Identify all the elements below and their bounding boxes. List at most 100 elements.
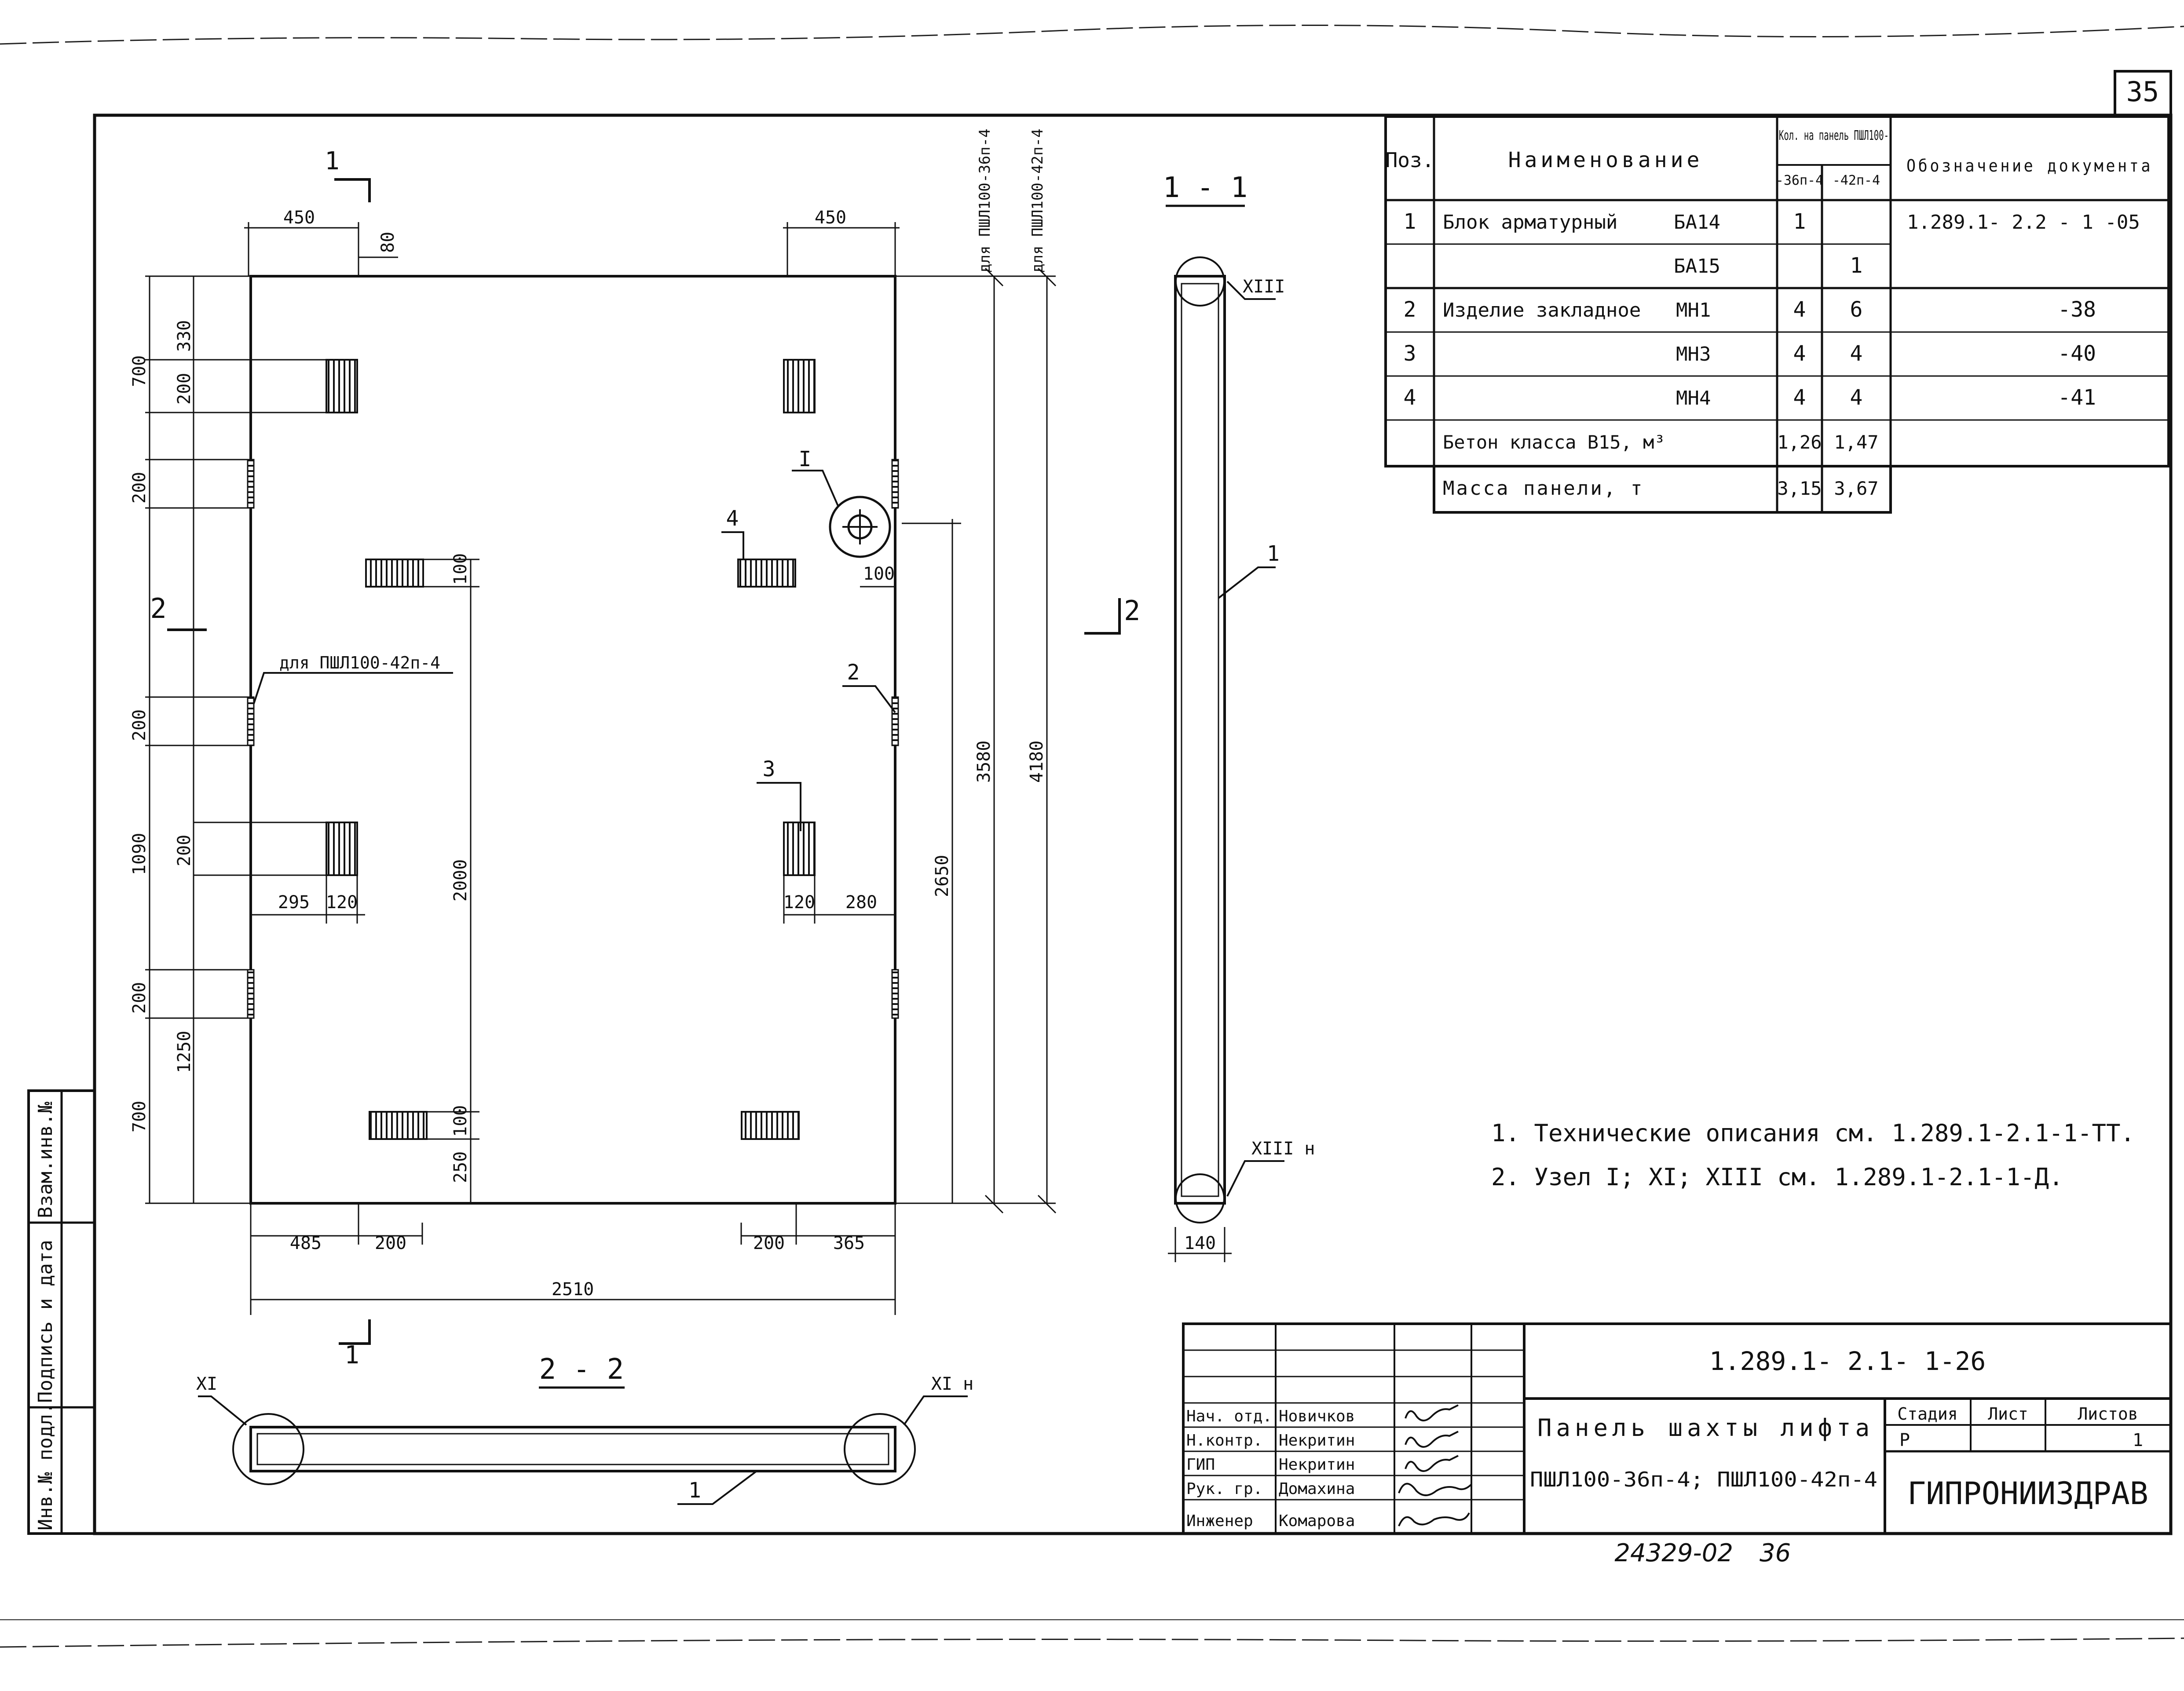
name-5: Комарова: [1279, 1512, 1355, 1530]
name-2: Некритин: [1279, 1432, 1355, 1450]
callout-pos2: 2: [847, 660, 860, 685]
outer-frame: [93, 113, 2173, 1535]
embed-mn4-c: [369, 1111, 428, 1140]
dim-120b: 120: [783, 892, 815, 913]
header-doc: Обозначение документа: [1906, 156, 2153, 175]
row5-qb: 4: [1850, 385, 1863, 410]
note-for-42: для ПШЛ100-42п-4: [279, 653, 440, 672]
embed-mn3-right: [783, 822, 816, 876]
dim-2000: 2000: [450, 859, 471, 902]
dim-120a: 120: [326, 892, 358, 913]
section-mark-1-bottom: 1: [344, 1341, 359, 1370]
header-qty: Кол. на панель ПШЛ100-: [1779, 128, 1889, 143]
embed-mn4-top-right: [783, 359, 816, 413]
title-line1: Панель шахты лифта: [1537, 1414, 1874, 1442]
callout-pos3: 3: [763, 757, 776, 782]
stage-label: Стадия: [1897, 1404, 1957, 1424]
drawing-code: 1.289.1- 2.1- 1-26: [1709, 1346, 1986, 1376]
panel-plan: [145, 178, 1121, 1345]
embed-mn4-top-left: [326, 359, 358, 413]
label-for-36: для ПШЛ100-36п-4: [976, 128, 994, 273]
header-name: Наименование: [1508, 148, 1703, 172]
note-1: 1. Технические описания см. 1.289.1-2.1-…: [1491, 1119, 2135, 1147]
row5-pos: 4: [1404, 385, 1416, 410]
row4-qa: 4: [1793, 341, 1806, 366]
dim-bottom-2510: 2510: [552, 1279, 594, 1300]
embed-mn4-d: [741, 1111, 800, 1140]
section-2-2-labels: 2 - 2 XI XI н 1: [196, 1353, 973, 1503]
role-1: Нач. отд.: [1186, 1407, 1272, 1425]
dim-left-700b: 700: [129, 1101, 150, 1132]
dim-250: 250: [450, 1151, 471, 1183]
name-1: Новичков: [1279, 1407, 1355, 1425]
dim-bottom-485: 485: [290, 1233, 322, 1253]
dim-top-450-left: 450: [283, 208, 315, 228]
node-XIII-n: XIII н: [1251, 1139, 1315, 1159]
sheet-number-box: 35: [2114, 70, 2172, 117]
dim-2650: 2650: [932, 855, 952, 897]
header-pos: Поз.: [1386, 148, 1434, 172]
dim-100b: 100: [450, 1105, 471, 1137]
row5-qa: 4: [1793, 385, 1806, 410]
row3-pos: 2: [1404, 297, 1416, 322]
node-XI: XI: [196, 1374, 217, 1394]
dim-left-200c: 200: [129, 709, 150, 741]
row2-mark: БА15: [1674, 255, 1720, 278]
row2-qb: 1: [1850, 253, 1863, 278]
row3-qa: 4: [1793, 297, 1806, 322]
archive-page: 36: [1760, 1539, 1791, 1567]
role-5: Инженер: [1186, 1512, 1253, 1530]
section-1-1-title: 1 - 1: [1163, 172, 1248, 204]
dim-left-200d: 200: [174, 835, 194, 866]
role-3: ГИП: [1186, 1456, 1215, 1474]
embed-mn4-a: [365, 559, 424, 588]
row6-name: Бетон класса В15, м³: [1443, 431, 1665, 453]
row6-qa: 1,26: [1777, 431, 1822, 453]
callout-pos4: 4: [726, 506, 739, 531]
row1-name: Блок арматурный: [1443, 211, 1617, 234]
dim-left-1090: 1090: [129, 833, 150, 875]
section-2-2-title: 2 - 2: [539, 1353, 624, 1386]
sheet-label: Лист: [1988, 1404, 2028, 1424]
callout-node-I: I: [799, 447, 812, 471]
dim-left-200a: 200: [174, 373, 194, 405]
section-mark-1-top: 1: [325, 147, 340, 175]
row5-mark: МН4: [1676, 387, 1711, 409]
dim-left-200b: 200: [129, 472, 150, 504]
sheets-value: 1: [2133, 1430, 2143, 1450]
row4-qb: 4: [1850, 341, 1863, 366]
section-2-2: [198, 1386, 968, 1505]
dim-left-1250: 1250: [174, 1031, 194, 1073]
row4-pos: 3: [1404, 341, 1416, 366]
embed-mn4-b: [737, 559, 796, 588]
row3-mark: МН1: [1676, 299, 1711, 321]
row1-pos: 1: [1404, 209, 1416, 234]
section-1-1: [1166, 205, 1284, 1262]
left-stamp: Инв.№ подл. Подпись и дата Взам.инв.№: [27, 1089, 96, 1535]
dim-left-700a: 700: [129, 355, 150, 387]
mass-qa: 3,15: [1777, 478, 1822, 499]
stamp-vzam-inv: Взам.инв.№: [34, 1102, 57, 1218]
spec-table-text: Поз. Наименование Кол. на панель ПШЛ100-…: [1386, 128, 2153, 500]
name-4: Домахина: [1279, 1480, 1355, 1498]
label-for-42: для ПШЛ100-42п-4: [1029, 128, 1046, 273]
archive-stamp: 24329-02 36: [1614, 1539, 1791, 1567]
row4-mark: МН3: [1676, 343, 1711, 365]
organization: ГИПРОНИИЗДРАВ: [1907, 1476, 2148, 1512]
row3-qb: 6: [1850, 297, 1863, 322]
section-1-1-labels: 1 - 1 XIII XIII н 140 1: [1163, 172, 1315, 1253]
role-2: Н.контр.: [1186, 1432, 1262, 1450]
dim-left-200e: 200: [129, 982, 150, 1014]
stage-value: Р: [1899, 1430, 1910, 1450]
row1-doc: 1.289.1- 2.2 - 1 -05: [1907, 211, 2140, 234]
archive-number: 24329-02: [1614, 1539, 1733, 1567]
dim-295: 295: [278, 892, 310, 913]
section-mark-2-right: 2: [1124, 595, 1140, 627]
section-2-2-callout: 1: [688, 1478, 701, 1503]
dim-bottom-200b: 200: [753, 1233, 785, 1253]
section-mark-2-left: 2: [150, 592, 166, 625]
notes: 1. Технические описания см. 1.289.1-2.1-…: [1491, 1119, 2135, 1191]
sheet-number: 35: [2126, 76, 2159, 108]
dim-280: 280: [845, 892, 877, 913]
